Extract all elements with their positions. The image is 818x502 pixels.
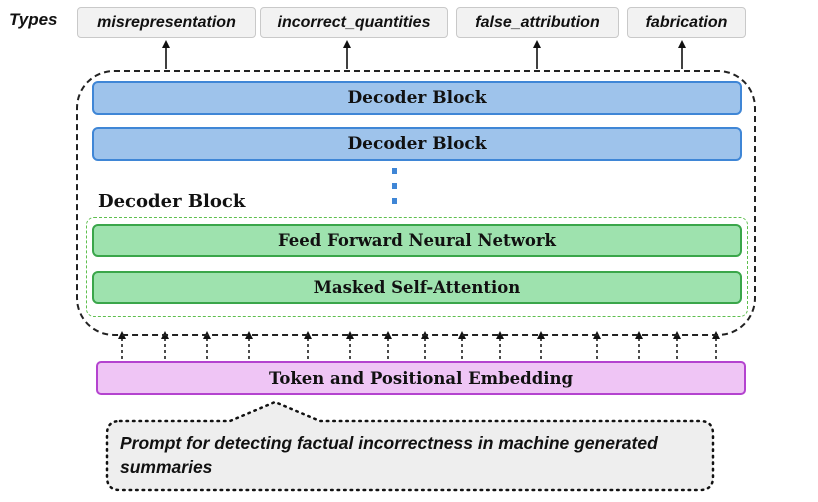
expanded-block-title: Decoder Block bbox=[98, 191, 246, 212]
decoder-block-second: Decoder Block bbox=[92, 127, 742, 161]
type-arrows bbox=[162, 40, 686, 69]
prompt-text: Prompt for detecting factual incorrectne… bbox=[120, 433, 658, 477]
type-false-attribution: false_attribution bbox=[456, 7, 619, 38]
type-fabrication: fabrication bbox=[627, 7, 746, 38]
embedding-arrows bbox=[118, 331, 720, 359]
decoder-stack-container bbox=[76, 70, 756, 336]
type-misrepresentation: misrepresentation bbox=[77, 7, 256, 38]
type-incorrect-quantities: incorrect_quantities bbox=[260, 7, 448, 38]
types-label: Types bbox=[9, 10, 58, 29]
token-positional-embedding: Token and Positional Embedding bbox=[96, 361, 746, 395]
masked-self-attention-layer: Masked Self-Attention bbox=[92, 271, 742, 304]
expanded-block-frame bbox=[86, 217, 748, 317]
stack-ellipsis bbox=[390, 168, 400, 208]
decoder-block-top: Decoder Block bbox=[92, 81, 742, 115]
feed-forward-layer: Feed Forward Neural Network bbox=[92, 224, 742, 257]
